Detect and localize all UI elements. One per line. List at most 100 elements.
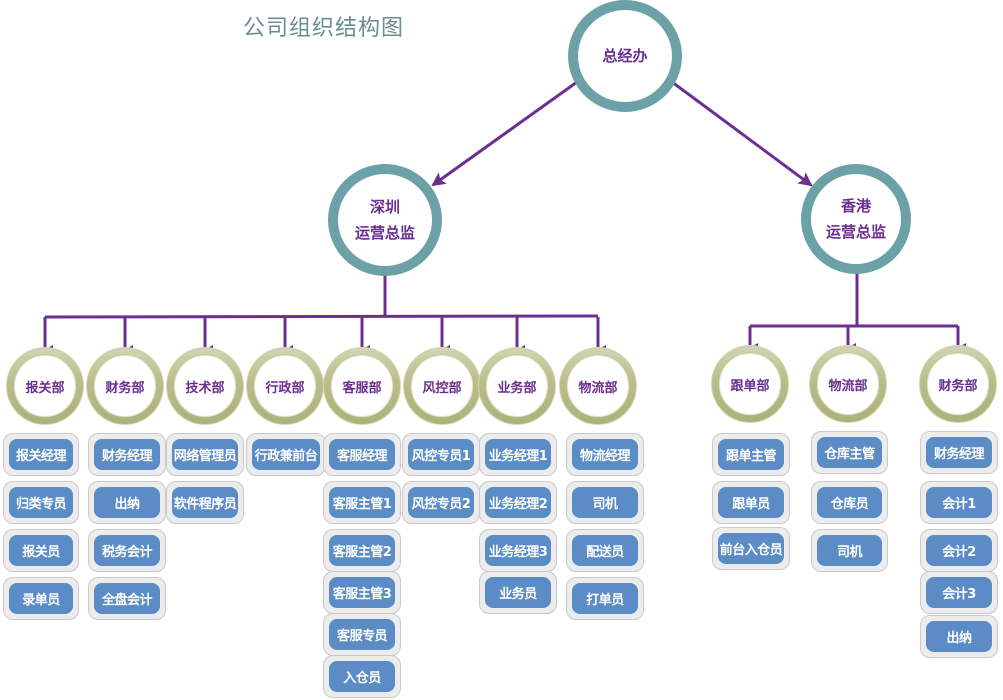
position-box[interactable]: 全盘会计 xyxy=(88,577,166,620)
connector-root-hongkong xyxy=(671,80,813,187)
branch-node-label-line2: 运营总监 xyxy=(825,223,886,241)
position-label: 风控专员1 xyxy=(408,439,474,470)
position-box[interactable]: 跟单主管 xyxy=(712,433,790,476)
position-label: 会计3 xyxy=(926,577,992,608)
branch-node-hongkong[interactable]: 香港 运营总监 xyxy=(801,164,911,274)
position-label: 网络管理员 xyxy=(172,439,238,470)
department-node[interactable]: 财务部 xyxy=(87,348,163,424)
department-label: 财务部 xyxy=(938,378,978,394)
branch-node-label-line1: 香港 xyxy=(840,197,871,215)
position-box[interactable]: 行政兼前台 xyxy=(246,433,326,476)
position-label: 仓库员 xyxy=(817,487,882,518)
position-label: 客服专员 xyxy=(329,619,395,650)
position-box[interactable]: 客服经理 xyxy=(323,433,401,476)
position-box[interactable]: 出纳 xyxy=(920,615,998,658)
position-box[interactable]: 归类专员 xyxy=(3,481,79,524)
department-label: 技术部 xyxy=(185,380,225,396)
position-label: 跟单员 xyxy=(718,487,784,518)
position-box[interactable]: 客服主管2 xyxy=(323,529,401,572)
department-node[interactable]: 行政部 xyxy=(247,348,323,424)
branch-node-shenzhen[interactable]: 深圳 运营总监 xyxy=(328,164,442,276)
department-label: 财务部 xyxy=(105,380,145,396)
position-box[interactable]: 财务经理 xyxy=(88,433,166,476)
hongkong-connectors xyxy=(748,272,966,353)
position-label: 客服主管2 xyxy=(329,535,395,566)
position-box[interactable]: 报关经理 xyxy=(3,433,79,476)
position-label: 仓库主管 xyxy=(817,437,882,468)
position-label: 前台入仓员 xyxy=(718,533,784,564)
position-label: 司机 xyxy=(817,535,882,566)
department-label: 行政部 xyxy=(265,380,305,396)
department-node[interactable]: 跟单部 xyxy=(712,346,788,422)
position-label: 财务经理 xyxy=(94,439,160,470)
position-box[interactable]: 出纳 xyxy=(88,481,166,524)
position-box[interactable]: 业务员 xyxy=(479,571,557,614)
position-label: 会计1 xyxy=(926,487,992,518)
position-label: 归类专员 xyxy=(9,487,73,518)
position-box[interactable]: 司机 xyxy=(566,481,644,524)
shenzhen-connectors xyxy=(43,274,606,355)
position-label: 物流经理 xyxy=(572,439,638,470)
position-label: 出纳 xyxy=(926,621,992,652)
position-label: 报关员 xyxy=(9,535,73,566)
position-box[interactable]: 风控专员1 xyxy=(402,433,480,476)
position-box[interactable]: 配送员 xyxy=(566,529,644,572)
position-label: 财务经理 xyxy=(926,437,992,468)
position-box[interactable]: 财务经理 xyxy=(920,431,998,474)
position-label: 业务经理1 xyxy=(485,439,551,470)
diagram-title: 公司组织结构图 xyxy=(243,16,405,41)
position-label: 风控专员2 xyxy=(408,487,474,518)
connector-root-shenzhen xyxy=(431,80,578,187)
department-label: 物流部 xyxy=(828,378,868,394)
department-node[interactable]: 风控部 xyxy=(404,348,480,424)
root-node[interactable]: 总经办 xyxy=(568,0,682,112)
position-label: 报关经理 xyxy=(9,439,73,470)
department-node[interactable]: 财务部 xyxy=(920,346,996,422)
department-node[interactable]: 技术部 xyxy=(167,348,243,424)
department-label: 报关部 xyxy=(25,380,65,396)
department-node[interactable]: 客服部 xyxy=(324,348,400,424)
position-box[interactable]: 打单员 xyxy=(566,577,644,620)
position-box[interactable]: 会计2 xyxy=(920,529,998,572)
department-label: 物流部 xyxy=(578,380,618,396)
bus-line xyxy=(44,314,599,319)
position-box[interactable]: 仓库员 xyxy=(811,481,888,524)
branch-node-label-line1: 深圳 xyxy=(369,198,400,216)
position-box[interactable]: 客服专员 xyxy=(323,613,401,656)
position-box[interactable]: 入仓员 xyxy=(323,655,401,698)
department-label: 客服部 xyxy=(342,380,382,396)
position-box[interactable]: 客服主管1 xyxy=(323,481,401,524)
position-box[interactable]: 前台入仓员 xyxy=(712,527,790,570)
position-box[interactable]: 业务经理3 xyxy=(479,529,557,572)
position-box[interactable]: 录单员 xyxy=(3,577,79,620)
position-label: 跟单主管 xyxy=(718,439,784,470)
position-label: 行政兼前台 xyxy=(252,439,320,470)
position-box[interactable]: 业务经理1 xyxy=(479,433,557,476)
position-box[interactable]: 司机 xyxy=(811,529,888,572)
department-label: 跟单部 xyxy=(730,378,770,394)
position-box[interactable]: 风控专员2 xyxy=(402,481,480,524)
position-label: 业务经理3 xyxy=(485,535,551,566)
position-label: 客服主管3 xyxy=(329,577,395,608)
position-label: 录单员 xyxy=(9,583,73,614)
department-node[interactable]: 物流部 xyxy=(810,346,886,422)
position-box[interactable]: 物流经理 xyxy=(566,433,644,476)
position-box[interactable]: 仓库主管 xyxy=(811,431,888,474)
position-box[interactable]: 报关员 xyxy=(3,529,79,572)
position-label: 业务经理2 xyxy=(485,487,551,518)
position-box[interactable]: 软件程序员 xyxy=(166,481,244,524)
position-label: 客服主管1 xyxy=(329,487,395,518)
position-box[interactable]: 跟单员 xyxy=(712,481,790,524)
position-box[interactable]: 税务会计 xyxy=(88,529,166,572)
position-box[interactable]: 会计1 xyxy=(920,481,998,524)
department-node[interactable]: 报关部 xyxy=(7,348,83,424)
department-node[interactable]: 业务部 xyxy=(479,348,555,424)
position-box[interactable]: 网络管理员 xyxy=(166,433,244,476)
position-box[interactable]: 客服主管3 xyxy=(323,571,401,614)
position-label: 打单员 xyxy=(572,583,638,614)
department-node[interactable]: 物流部 xyxy=(560,348,636,424)
position-box[interactable]: 业务经理2 xyxy=(479,481,557,524)
position-box[interactable]: 会计3 xyxy=(920,571,998,614)
position-label: 客服经理 xyxy=(329,439,395,470)
